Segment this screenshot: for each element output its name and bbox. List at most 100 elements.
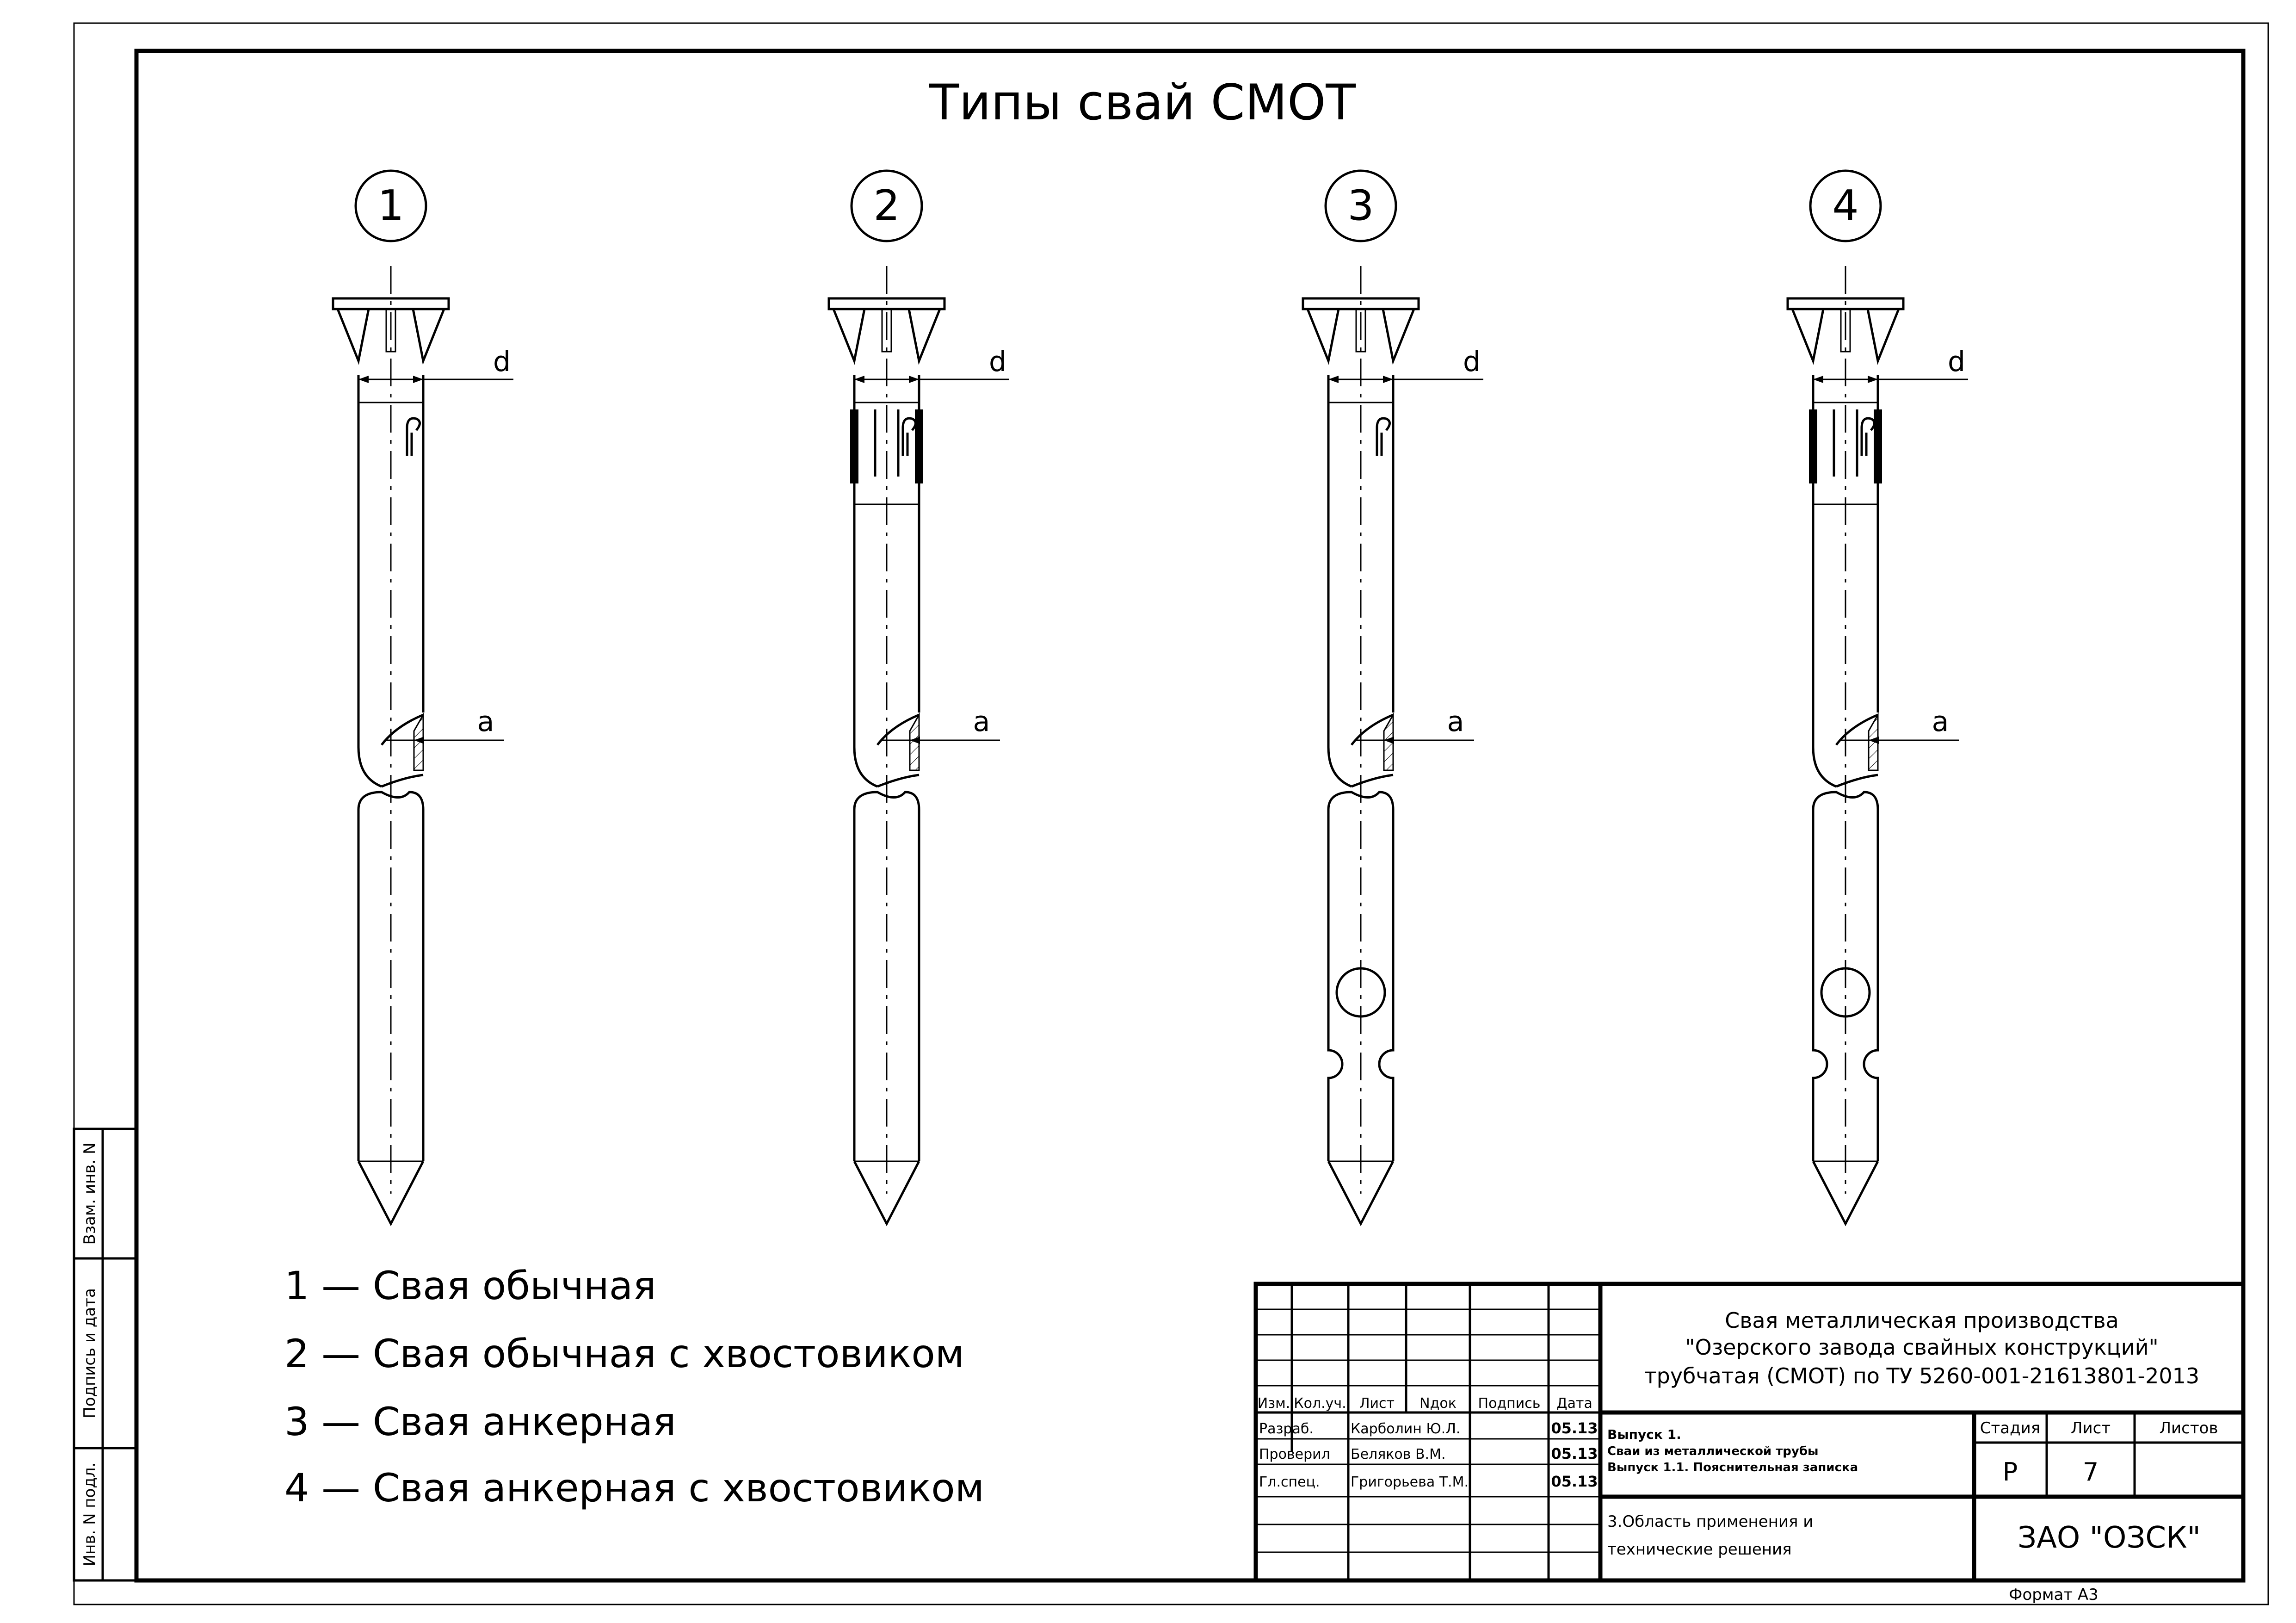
tb-sheets-label: Листов — [2159, 1419, 2218, 1437]
dim-a-label: a — [477, 706, 494, 738]
pile-number-circle — [1809, 169, 1882, 242]
pile-number-circle — [354, 169, 427, 242]
tb-data: Дата — [1556, 1395, 1592, 1412]
pile-1: 1 d a — [332, 169, 513, 1227]
title-block: Изм. Кол.уч. Лист Nдок Подпись Дата Разр… — [1253, 1282, 2246, 1583]
tb-date-1: 05.13 — [1551, 1419, 1598, 1437]
tb-podpis: Подпись — [1478, 1395, 1541, 1412]
tb-section-1: 3.Область применения и — [1607, 1512, 1813, 1531]
cap-top-plate — [332, 297, 450, 310]
tb-issue-2: Сваи из металлической трубы — [1607, 1444, 1819, 1458]
dim-a-label: a — [1447, 706, 1464, 738]
cap-left-fin — [832, 309, 866, 365]
cap-right-fin — [1866, 309, 1900, 365]
cap-top-plate — [1302, 297, 1420, 310]
tb-sheet-label: Лист — [2071, 1419, 2111, 1437]
anchor-hole — [1335, 967, 1386, 1018]
tb-stage-label: Стадия — [1980, 1419, 2040, 1437]
pile-number: 4 — [1832, 181, 1858, 230]
tb-stage: Р — [2003, 1457, 2018, 1487]
cap-left-fin — [1791, 309, 1825, 365]
cap-top-plate — [827, 297, 946, 310]
dim-a-arrow — [1869, 737, 1879, 744]
tb-issue-3: Выпуск 1.1. Пояснительная записка — [1607, 1461, 1858, 1474]
lower-pipe-top — [1327, 791, 1395, 810]
tail-mark — [406, 417, 421, 456]
tb-issue-1: Выпуск 1. — [1607, 1427, 1681, 1442]
pile-tip — [1327, 1160, 1395, 1227]
tb-role-2: Проверил — [1259, 1446, 1330, 1462]
pile-number-circle — [850, 169, 923, 242]
tail-mark — [901, 417, 917, 456]
tail-mark — [1376, 417, 1391, 456]
dim-d-label: d — [493, 346, 511, 378]
tb-doc-title-2: "Озерского завода свайных конструкций" — [1685, 1335, 2158, 1360]
dim-a-label: a — [973, 706, 990, 738]
pile-number: 1 — [377, 181, 404, 230]
anchor-hole — [1820, 967, 1871, 1018]
legend-item-1: 1 — Свая обычная — [284, 1263, 656, 1308]
dim-a-arrow — [910, 737, 920, 744]
lower-pipe-top — [853, 791, 920, 810]
dim-a-label: a — [1932, 706, 1949, 738]
cap-right-fin — [1382, 309, 1415, 365]
cap-right-fin — [412, 309, 445, 365]
pile-number: 2 — [873, 181, 900, 230]
tb-name-1: Карболин Ю.Л. — [1351, 1421, 1460, 1437]
cap-stem — [1355, 308, 1366, 353]
pile-number-circle — [1324, 169, 1397, 242]
tb-date-3: 05.13 — [1551, 1473, 1598, 1490]
cap-stem — [1840, 308, 1851, 353]
side-stamp-podpis: Подпись и дата — [80, 1288, 99, 1419]
tb-kol-uch: Кол.уч. — [1294, 1395, 1346, 1412]
dim-d-label: d — [989, 346, 1006, 378]
tb-company: ЗАО "ОЗСК" — [2018, 1521, 2201, 1555]
weld-curve — [381, 713, 424, 746]
tb-role-3: Гл.спец. — [1259, 1474, 1320, 1490]
side-stamp: Взам. инв. N Подпись и дата Инв. N подл. — [73, 1127, 138, 1582]
weld-curve — [1351, 713, 1394, 746]
tb-doc-title-1: Свая металлическая производства — [1725, 1308, 2119, 1333]
weld-hatch — [1868, 712, 1879, 771]
upper-pipe-end — [1351, 774, 1394, 788]
pile-tip — [853, 1160, 920, 1227]
dim-a-arrow — [414, 737, 424, 744]
weld-hatch — [909, 712, 920, 771]
pile-tip — [357, 1160, 425, 1227]
weld-curve — [876, 713, 920, 746]
tb-ndok: Nдок — [1420, 1395, 1457, 1412]
tb-date-2: 05.13 — [1551, 1445, 1598, 1462]
tb-name-3: Григорьева Т.М. — [1351, 1474, 1469, 1490]
pile-3: 3 d a — [1302, 169, 1483, 1227]
lower-pipe-top — [1812, 791, 1879, 810]
side-stamp-vzam: Взам. инв. N — [80, 1143, 99, 1245]
pile-number: 3 — [1347, 181, 1374, 230]
tb-sheet: 7 — [2083, 1457, 2098, 1487]
lower-pipe-right-wall — [1378, 810, 1395, 1161]
cap-right-fin — [907, 309, 941, 365]
cap-left-fin — [1306, 309, 1340, 365]
page-title: Типы свай СМОТ — [929, 74, 1357, 131]
cap-stem — [881, 308, 892, 353]
upper-pipe-end — [1836, 774, 1878, 788]
upper-pipe-end — [877, 774, 920, 788]
tail-mark — [1860, 417, 1876, 456]
pile-4: 4 d a — [1786, 169, 1968, 1227]
legend-item-2: 2 — Свая обычная с хвостовиком — [284, 1331, 964, 1376]
dim-d-label: d — [1948, 346, 1965, 378]
tb-name-2: Беляков В.М. — [1351, 1446, 1446, 1462]
pile-tip — [1812, 1160, 1879, 1227]
outer-trim-border — [73, 22, 2269, 1605]
legend-item-4: 4 — Свая анкерная с хвостовиком — [284, 1465, 984, 1511]
side-stamp-inv: Инв. N подл. — [80, 1462, 99, 1567]
lower-pipe-right-wall — [1863, 810, 1879, 1161]
cap-left-fin — [336, 309, 370, 365]
tb-role-1: Разраб. — [1259, 1421, 1314, 1437]
legend-item-3: 3 — Свая анкерная — [284, 1399, 676, 1444]
lower-pipe-left-wall — [1812, 810, 1828, 1161]
tb-list: Лист — [1359, 1395, 1395, 1412]
dim-d-label: d — [1463, 346, 1481, 378]
upper-pipe — [357, 375, 425, 788]
format-label: Формат А3 — [2009, 1586, 2098, 1604]
